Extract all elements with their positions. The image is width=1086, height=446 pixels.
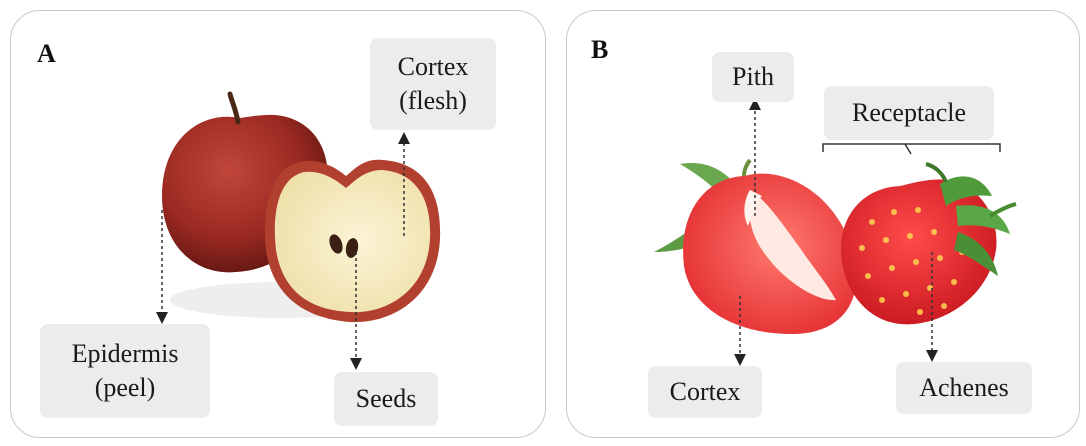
label-cortex: Cortex — [648, 366, 762, 418]
label-epidermis-peel: Epidermis (peel) — [40, 324, 210, 418]
strawberry-icon — [654, 160, 1016, 334]
receptacle-bracket — [823, 144, 1000, 154]
label-seeds: Seeds — [334, 372, 438, 426]
label-cortex-flesh: Cortex (flesh) — [370, 38, 496, 130]
label-achenes: Achenes — [896, 362, 1032, 414]
label-receptacle: Receptacle — [824, 86, 994, 140]
label-pith: Pith — [712, 52, 794, 102]
